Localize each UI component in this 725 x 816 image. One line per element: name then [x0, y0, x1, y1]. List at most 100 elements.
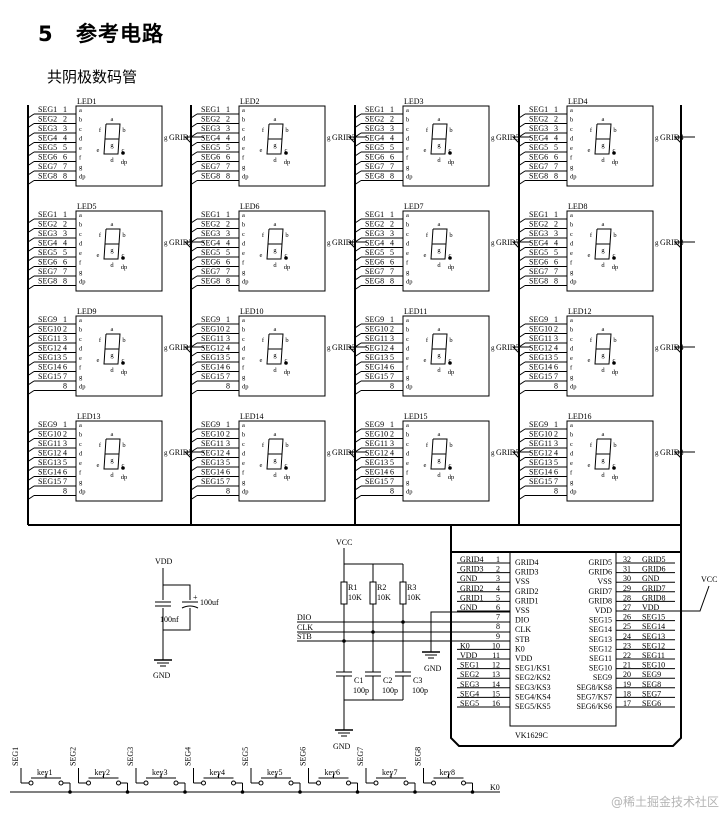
seg-label: SEG13: [38, 353, 61, 362]
seg-label: SEG15: [201, 372, 224, 381]
segment-letter: g: [570, 164, 574, 171]
segment-letter: b: [285, 232, 288, 239]
segment-letter: g: [242, 374, 246, 381]
bus-entry: [190, 237, 198, 243]
bus-entry: [190, 485, 198, 491]
pin-number: 1: [226, 105, 230, 114]
segment-letter: c: [570, 231, 573, 238]
junction-dot: [355, 790, 360, 794]
seg-label: SEG1: [365, 210, 384, 219]
bus-entry: [518, 438, 526, 443]
ic-pin-name: SEG14: [589, 625, 612, 634]
pin-number: 2: [63, 115, 67, 124]
seg-label: SEG11: [529, 334, 552, 343]
seven-segment-outline: [103, 333, 121, 365]
grid-label: GRID2: [332, 133, 356, 142]
segment-letter: e: [79, 250, 82, 257]
ic-pin-number: 25: [623, 622, 631, 631]
ic-pin-name: DIO: [515, 616, 529, 625]
segment-letter: d: [570, 346, 574, 353]
ic-net-label: SEG2: [460, 670, 479, 679]
segment-letter: d: [406, 136, 410, 143]
segment-letter: d: [570, 241, 574, 248]
seg-label: SEG10: [38, 430, 61, 439]
seg-label: SEG2: [529, 220, 548, 229]
led-name: LED8: [568, 202, 588, 211]
segment-letter: d: [273, 472, 277, 479]
grid-label: GRID6: [332, 448, 356, 457]
seg-label: SEG14: [365, 468, 388, 477]
bus-entry: [518, 447, 526, 453]
pin-number: 8: [554, 172, 558, 181]
segment-letter: d: [406, 451, 410, 458]
seg-label: SEG6: [201, 258, 220, 267]
seg-label: SEG10: [201, 325, 224, 334]
pin-number: 5: [226, 458, 230, 467]
led-name: LED3: [404, 97, 424, 106]
ic-pin-number: 20: [623, 670, 631, 679]
segment-letter: dp: [612, 369, 619, 376]
pin-number: 8: [554, 487, 558, 496]
segment-letter: dp: [448, 474, 455, 481]
segment-letter: dp: [448, 369, 455, 376]
bus-entry: [354, 180, 362, 185]
key-seg-label: SEG3: [126, 747, 135, 766]
ic-net-label: SEG12: [642, 641, 665, 650]
ic-pin-name: SEG12: [589, 644, 612, 653]
resistor: [399, 581, 407, 605]
seven-segment-outline: [430, 438, 448, 470]
bus-entry: [27, 342, 35, 348]
segment-letter: f: [426, 127, 429, 134]
segment-letter: g: [601, 352, 605, 359]
bus-entry: [518, 237, 526, 243]
switch-contact: [173, 780, 179, 786]
led-package: [566, 420, 654, 502]
seg-label: SEG8: [529, 172, 548, 181]
segment-letter: e: [570, 145, 573, 152]
pin-number: 3: [390, 334, 394, 343]
watermark: @稀土掘金技术社区: [610, 795, 719, 809]
pin-number: 3: [63, 229, 67, 238]
led-package: [238, 210, 326, 292]
segment-letter: e: [260, 357, 263, 364]
seg-label: SEG1: [201, 105, 220, 114]
grid-label: GRID5: [169, 238, 193, 247]
pin-number: 1: [554, 315, 558, 324]
ic-pin-name: SEG6/KS6: [576, 702, 612, 711]
grid-wire: [673, 241, 695, 249]
pin-number: 4: [226, 449, 230, 458]
seg-label: SEG3: [38, 229, 57, 238]
pin-number: 2: [226, 115, 230, 124]
ic-pin-name: VSS: [597, 577, 612, 586]
bus-entry: [190, 438, 198, 443]
pin-number: 4: [554, 449, 558, 458]
segment-letter: c: [79, 441, 82, 448]
seg-label: SEG13: [201, 353, 224, 362]
bus-entry: [27, 123, 35, 128]
common-letter: g: [491, 344, 495, 352]
led-package: [566, 210, 654, 292]
pin-number: 5: [63, 458, 67, 467]
grid-label: GRID5: [169, 448, 193, 457]
junction-dot: [240, 790, 245, 794]
seg-label: SEG13: [529, 458, 552, 467]
seg-label: SEG6: [529, 153, 548, 162]
pin-number: 4: [390, 239, 394, 248]
capacitor-name: C3: [413, 676, 422, 685]
pin-number: 8: [226, 277, 230, 286]
bus-entry: [518, 113, 526, 119]
segment-letter: d: [570, 136, 574, 143]
seg-label: SEG10: [529, 430, 552, 439]
segment-letter: e: [97, 147, 100, 154]
pin-number: 1: [226, 315, 230, 324]
bus-entry: [190, 161, 198, 166]
segment-letter: b: [613, 127, 616, 134]
resistor-name: R2: [377, 583, 386, 592]
seg-label: SEG9: [365, 315, 384, 324]
seg-label: SEG6: [365, 258, 384, 267]
segment-letter: dp: [406, 279, 413, 286]
pin-number: 6: [554, 153, 558, 162]
segment-letter: b: [242, 327, 245, 334]
segment-letter: a: [602, 431, 605, 438]
vcc-label: VCC: [336, 538, 352, 547]
